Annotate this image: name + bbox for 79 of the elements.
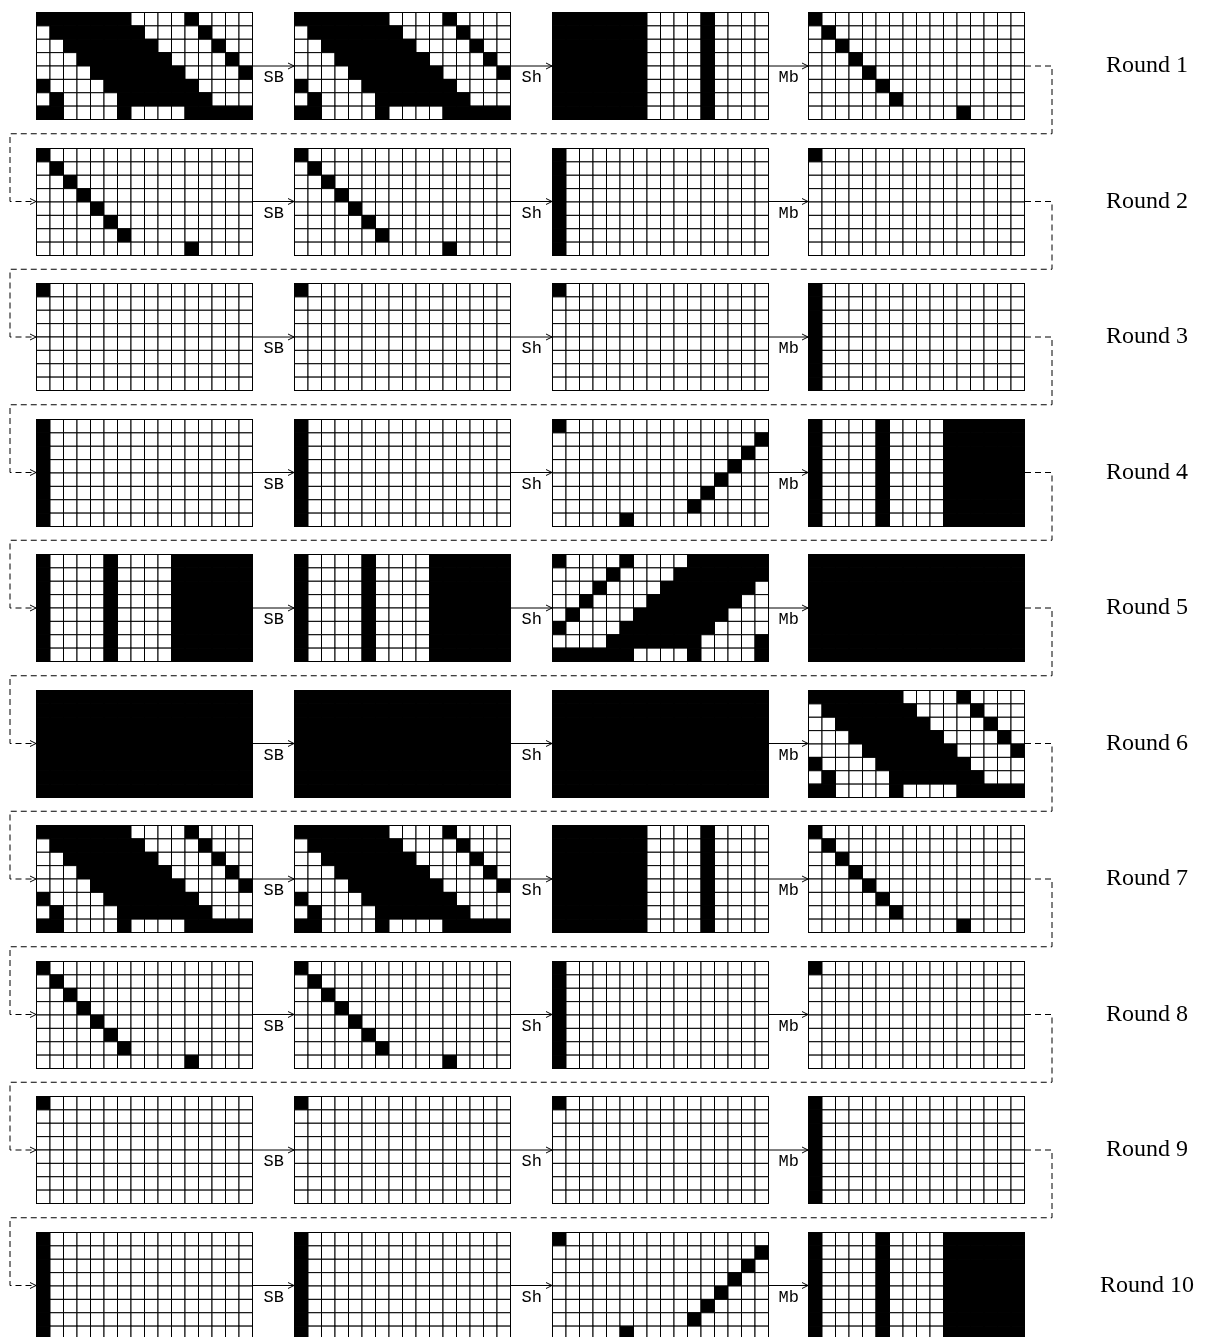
arrow <box>510 1282 553 1289</box>
arrow <box>510 62 553 70</box>
dashed-arrow <box>9 607 1053 747</box>
dashed-arrow <box>9 1014 1053 1154</box>
bit-grid <box>552 825 769 933</box>
bit-grid <box>808 825 1025 933</box>
arrow <box>252 62 295 70</box>
arrow <box>510 469 553 476</box>
round-label: Round 2 <box>1106 185 1188 214</box>
arrow <box>510 1146 553 1154</box>
arrow <box>510 333 553 341</box>
arrow <box>768 740 809 747</box>
bit-grid <box>552 283 769 391</box>
bit-grid <box>808 283 1025 391</box>
arrow <box>768 62 809 70</box>
arrow <box>252 604 295 612</box>
arrow <box>252 875 295 883</box>
dashed-arrow <box>9 336 1053 476</box>
arrow <box>768 469 809 476</box>
bit-grid <box>36 283 253 391</box>
arrow <box>252 198 295 205</box>
bit-grid <box>294 12 511 120</box>
arrow <box>252 1146 295 1154</box>
arrow <box>252 469 295 476</box>
dashed-arrow <box>9 472 1053 612</box>
dashed-arrow <box>9 1149 1053 1289</box>
arrow <box>252 1282 295 1289</box>
bit-grid <box>36 147 253 256</box>
bit-grid <box>36 418 253 527</box>
dashed-arrow <box>9 65 1053 205</box>
dashed-arrow <box>9 201 1053 341</box>
round-label: Round 7 <box>1106 863 1188 891</box>
bit-grid <box>808 147 1025 256</box>
arrow <box>768 198 809 205</box>
arrow <box>768 1282 809 1289</box>
dashed-arrow <box>9 743 1053 883</box>
round-label: Round 1 <box>1106 50 1188 78</box>
bit-grid <box>808 689 1025 798</box>
bit-grid <box>36 960 253 1069</box>
round-label: Round 10 <box>1100 1269 1194 1298</box>
round-label: Round 5 <box>1106 592 1188 620</box>
bit-grid <box>294 418 511 527</box>
arrow <box>768 604 809 612</box>
round-label: Round 8 <box>1106 998 1188 1027</box>
arrow <box>510 1011 553 1018</box>
bit-grid <box>36 825 253 933</box>
round-label: Round 6 <box>1106 727 1188 756</box>
bit-grid <box>552 12 769 120</box>
bit-grid <box>294 960 511 1069</box>
bit-grid <box>294 689 511 798</box>
dashed-arrow <box>9 878 1053 1018</box>
bit-grid <box>294 283 511 391</box>
bit-grid <box>294 147 511 256</box>
bit-grid <box>552 147 769 256</box>
arrow <box>510 740 553 747</box>
arrow <box>252 333 295 341</box>
arrow <box>510 875 553 883</box>
bit-grid <box>552 554 769 662</box>
round-label: Round 3 <box>1106 321 1188 349</box>
arrow <box>768 1011 809 1018</box>
arrow <box>252 740 295 747</box>
bit-grid <box>294 554 511 662</box>
arrow <box>510 198 553 205</box>
bit-grid <box>36 689 253 798</box>
bit-grid <box>808 554 1025 662</box>
arrow <box>510 604 553 612</box>
bit-grid <box>36 554 253 662</box>
arrow <box>252 1011 295 1018</box>
bit-grid <box>552 689 769 798</box>
round-label: Round 4 <box>1106 456 1188 485</box>
bit-grid <box>36 12 253 120</box>
arrow <box>768 333 809 341</box>
arrow <box>768 875 809 883</box>
bit-grid <box>552 418 769 527</box>
round-label: Round 9 <box>1106 1134 1188 1162</box>
bit-grid <box>808 12 1025 120</box>
bit-grid <box>294 825 511 933</box>
arrow <box>768 1146 809 1154</box>
bit-grid <box>808 418 1025 527</box>
